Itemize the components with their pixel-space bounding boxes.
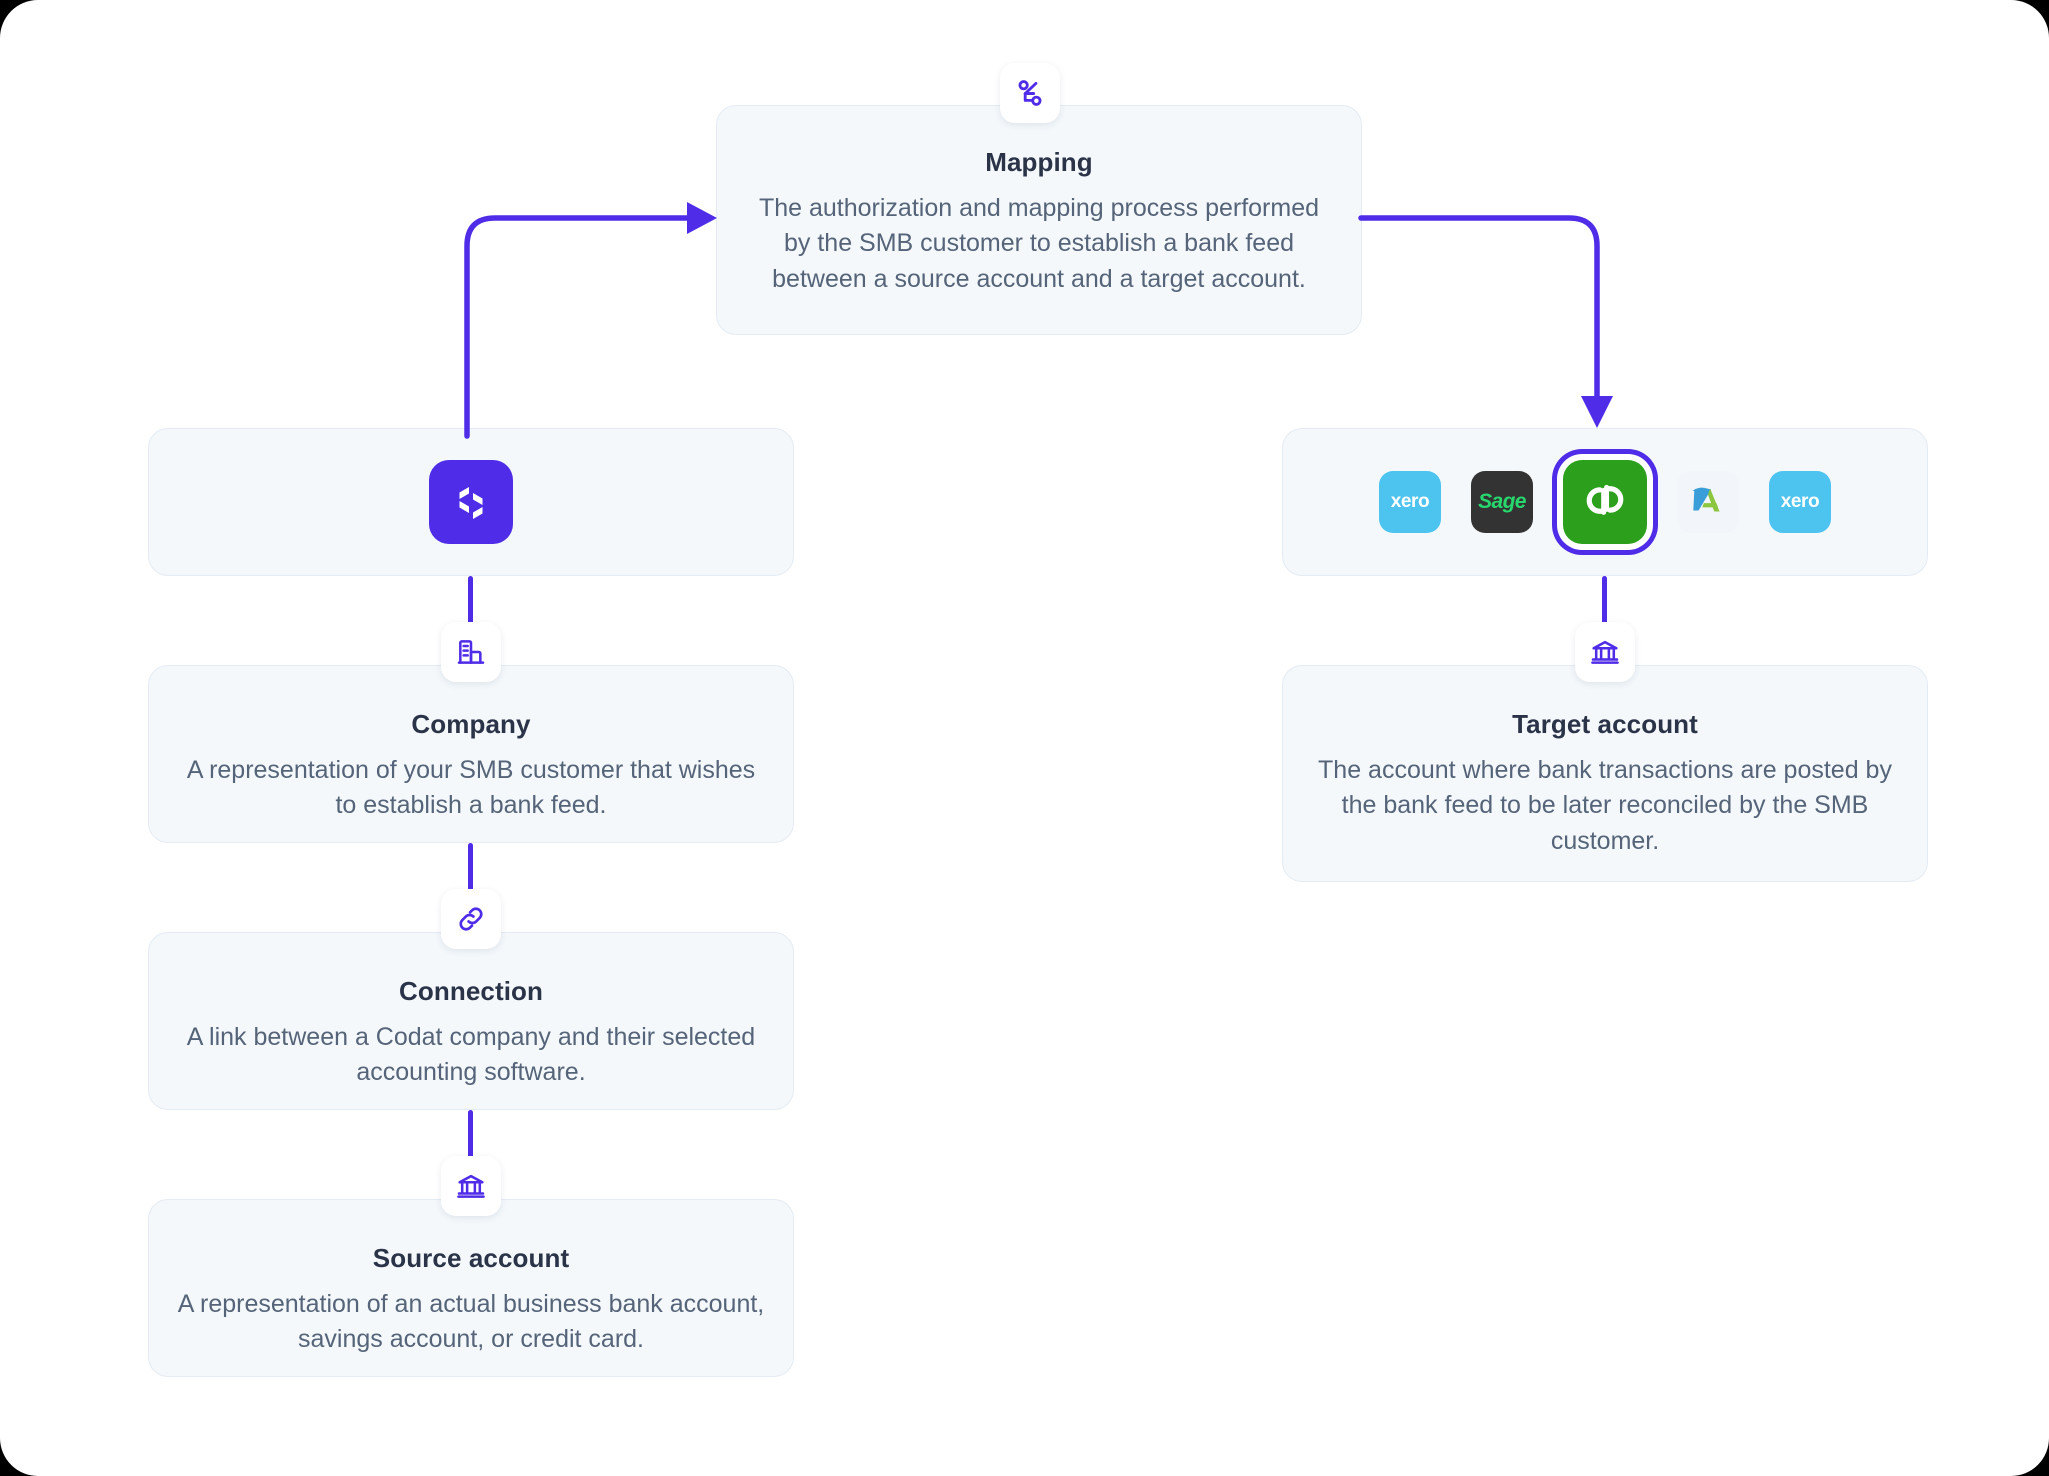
target-account-icon-badge: [1575, 622, 1635, 682]
target-account-title: Target account: [1512, 709, 1698, 739]
integrations-card: xero Sage: [1282, 428, 1928, 576]
connector-codat-to-mapping: [464, 202, 717, 439]
connection-icon-badge: [441, 889, 501, 949]
mapping-description: The authorization and mapping process pe…: [758, 193, 1320, 293]
codat-logo-tile: [429, 460, 513, 544]
source-account-icon-badge: [441, 1156, 501, 1216]
mapping-card: Mapping The authorization and mapping pr…: [716, 105, 1362, 335]
integration-tile-xero[interactable]: xero: [1379, 471, 1441, 533]
integration-tile-kashoo[interactable]: [1677, 471, 1739, 533]
mapping-title: Mapping: [985, 147, 1093, 177]
connection-card: Connection A link between a Codat compan…: [148, 932, 794, 1110]
xero-2-logo-text: xero: [1780, 491, 1820, 512]
target-account-card: Target account The account where bank tr…: [1282, 665, 1928, 882]
source-account-description: A representation of an actual business b…: [177, 1289, 765, 1354]
bank-icon: [1589, 636, 1621, 668]
company-description: A representation of your SMB customer th…: [186, 755, 756, 820]
source-account-card: Source account A representation of an ac…: [148, 1199, 794, 1377]
source-account-title: Source account: [372, 1243, 570, 1273]
mapping-icon-badge: [1000, 63, 1060, 123]
company-card: Company A representation of your SMB cus…: [148, 665, 794, 843]
connection-title: Connection: [399, 976, 543, 1006]
connection-description: A link between a Codat company and their…: [186, 1022, 756, 1087]
integration-tile-xero-2[interactable]: xero: [1769, 471, 1831, 533]
sage-logo-text: Sage: [1478, 490, 1526, 513]
connector-mapping-to-integrations: [1358, 215, 1613, 428]
xero-logo-text: xero: [1390, 491, 1430, 512]
integration-tile-sage[interactable]: Sage: [1471, 471, 1533, 533]
company-title: Company: [411, 709, 531, 739]
codat-logo-icon: [447, 476, 495, 529]
company-icon-badge: [441, 622, 501, 682]
target-account-description: The account where bank transactions are …: [1318, 755, 1892, 855]
integration-tile-quickbooks[interactable]: [1563, 460, 1647, 544]
integration-logo-row: xero Sage: [1283, 429, 1927, 575]
codat-card: [148, 428, 794, 576]
kashoo-logo-icon: [1687, 479, 1729, 526]
bank-icon: [455, 1170, 487, 1202]
mapping-percent-icon: [1013, 76, 1047, 110]
building-icon: [455, 636, 487, 668]
link-icon: [455, 903, 487, 935]
quickbooks-logo-icon: [1578, 473, 1632, 532]
